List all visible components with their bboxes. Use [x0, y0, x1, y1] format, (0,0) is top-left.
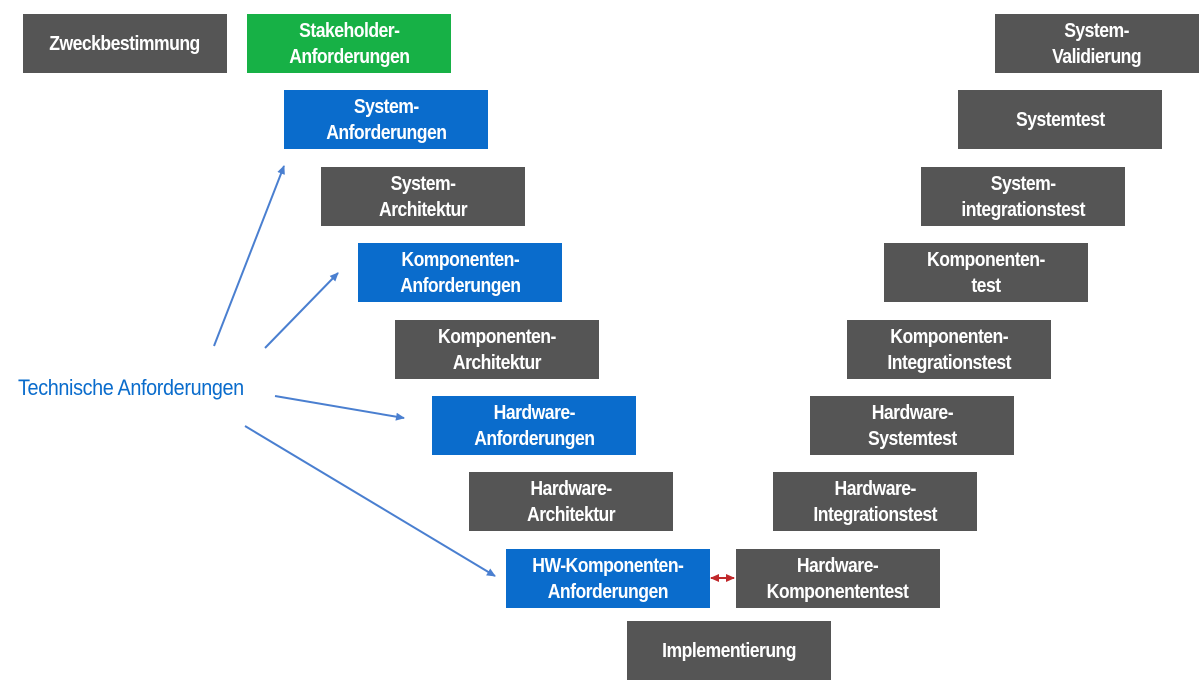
arrow-to-komponenten-anforderungen [264, 272, 339, 349]
step-hw-komponenten-anforderungen: HW-Komponenten- Anforderungen [506, 549, 710, 608]
step-hardware-systemtest: Hardware- Systemtest [810, 396, 1014, 455]
step-stakeholder-anforderungen: Stakeholder- Anforderungen [247, 14, 451, 73]
arrow-to-system-anforderungen [213, 165, 285, 347]
step-komponenten-anforderungen: Komponenten- Anforderungen [358, 243, 562, 302]
step-komponenten-integrationstest: Komponenten- Integrationstest [847, 320, 1051, 379]
arrow-to-hardware-anforderungen [274, 395, 405, 421]
technische-anforderungen-label: Technische Anforderungen [18, 375, 244, 400]
step-komponententest: Komponenten- test [884, 243, 1088, 302]
step-hardware-integrationstest: Hardware- Integrationstest [773, 472, 977, 531]
step-system-validierung: System- Validierung [995, 14, 1199, 73]
step-hardware-anforderungen: Hardware- Anforderungen [432, 396, 636, 455]
step-system-anforderungen: System- Anforderungen [284, 90, 488, 149]
step-system-architektur: System- Architektur [321, 167, 525, 226]
step-komponenten-architektur: Komponenten- Architektur [395, 320, 599, 379]
arrow-to-hw-komponenten-anforderungen [244, 425, 496, 577]
step-implementierung: Implementierung [627, 621, 831, 680]
step-hardware-architektur: Hardware- Architektur [469, 472, 673, 531]
step-hardware-komponententest: Hardware- Komponententest [736, 549, 940, 608]
step-systemintegrationstest: System- integrationstest [921, 167, 1125, 226]
step-zweckbestimmung: Zweckbestimmung [23, 14, 227, 73]
step-systemtest: Systemtest [958, 90, 1162, 149]
